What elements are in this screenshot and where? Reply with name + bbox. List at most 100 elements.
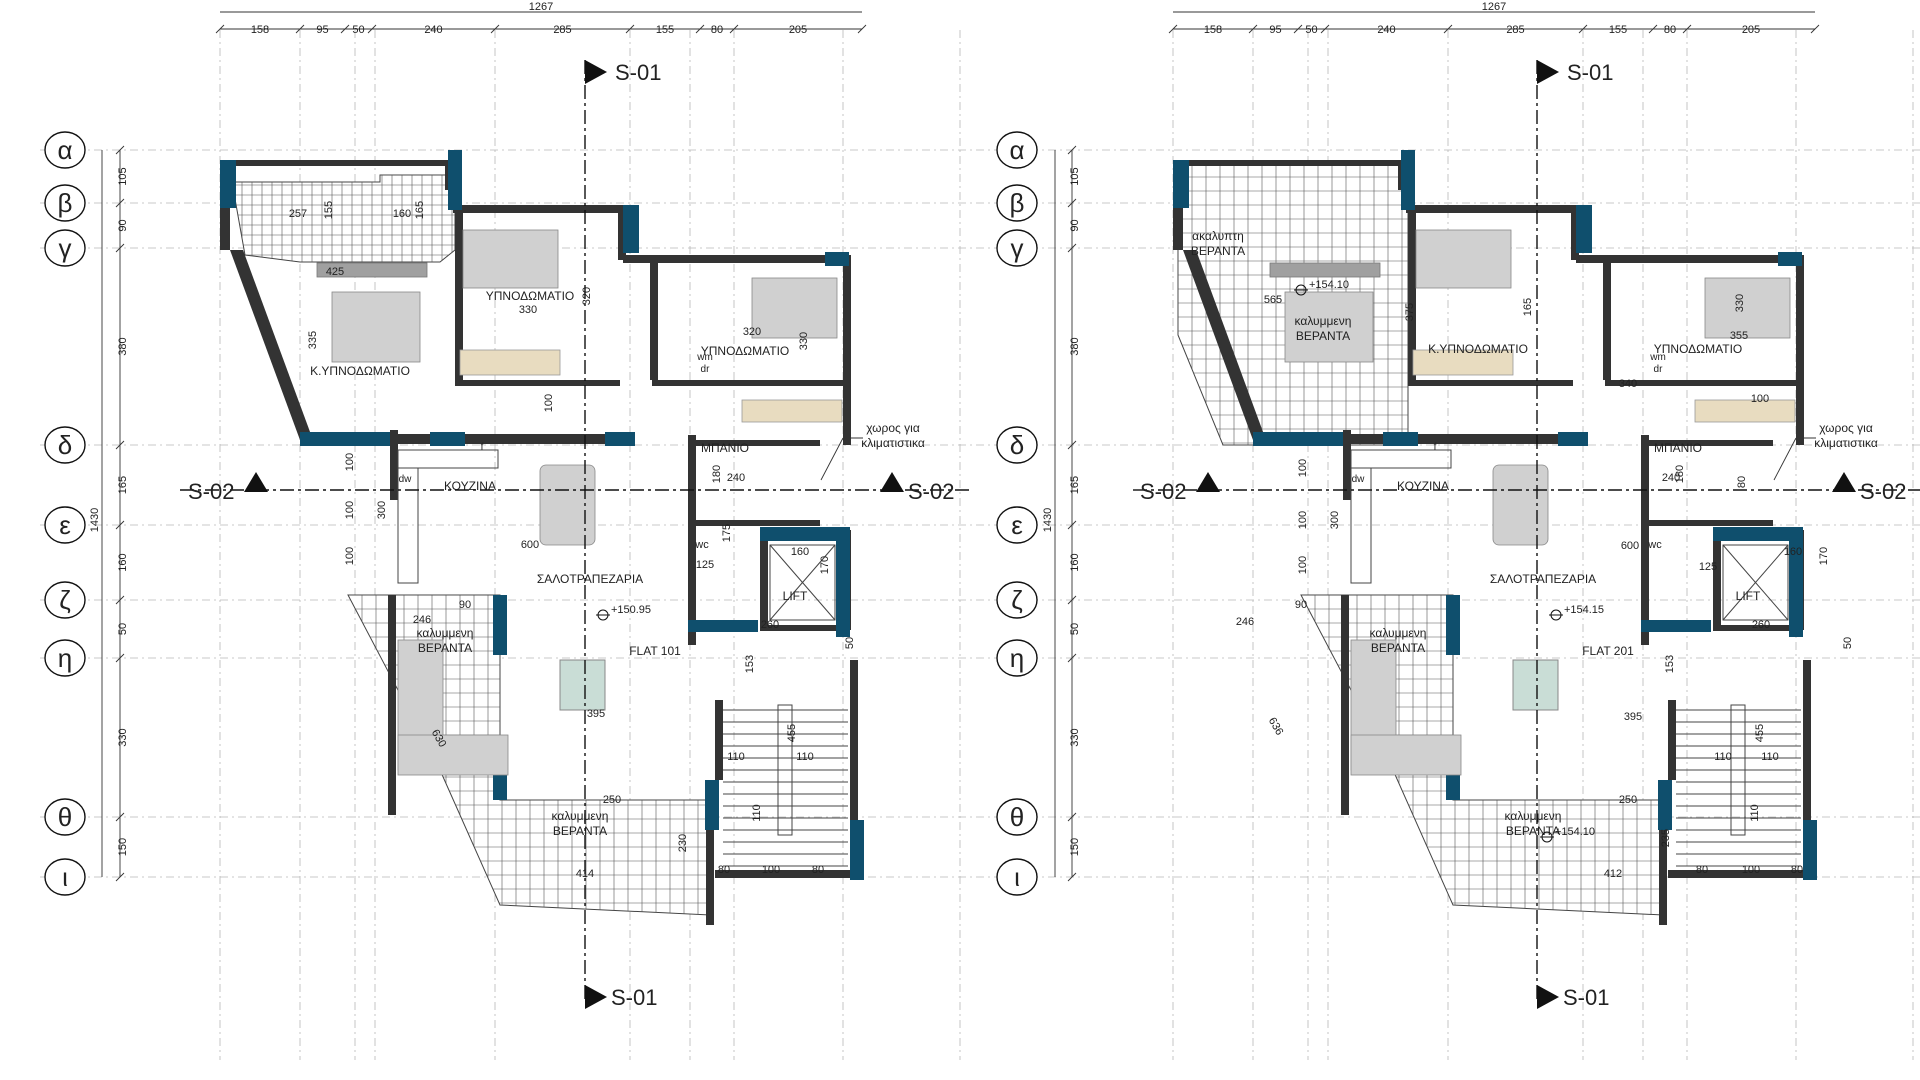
room-lift: LIFT (1736, 589, 1761, 603)
dimension-label: 600 (521, 539, 539, 551)
level-label: +154.10 (1309, 279, 1349, 291)
coffee-table (559, 659, 606, 711)
dimension-label: 230 (677, 834, 689, 852)
room-covered-veranda-2: ΒΕΡΑΝΤΑ (1296, 329, 1350, 343)
dimension-label: 340 (1619, 378, 1637, 390)
grid-bubble-label: δ (1010, 430, 1024, 460)
column (1173, 160, 1189, 208)
room-master: Κ.ΥΠΝΟΔΩΜΑΤΙΟ (1428, 342, 1528, 356)
grid-bubble-b-3 (996, 426, 1038, 464)
column (448, 150, 462, 210)
top-dim-tick (1248, 24, 1258, 34)
top-dim-seg: 205 (789, 24, 807, 36)
grid-bubble-label: α (1009, 135, 1024, 165)
dimension-label: 165 (1522, 298, 1534, 316)
left-dim-seg: 90 (1069, 219, 1081, 231)
dimension-label: 100 (543, 394, 555, 412)
top-dim-tick (215, 24, 225, 34)
dimension-label: 100 (1297, 556, 1309, 574)
dimension-label: 455 (1754, 724, 1766, 742)
left-dim-seg: 150 (1069, 838, 1081, 856)
left-dim-seg: 105 (1069, 167, 1081, 185)
dimension-label: 100 (1742, 864, 1760, 876)
level-label: +154.15 (1564, 604, 1604, 616)
grid-bubble-a-6 (44, 639, 86, 677)
wall-bed-a-south (455, 380, 620, 386)
dimension-label: 246 (413, 614, 431, 626)
top-dim-total: 1267 (529, 1, 553, 13)
grid-bubble-b-8 (996, 858, 1038, 896)
dimension-label: 240 (727, 472, 745, 484)
desk (1694, 399, 1796, 423)
bed (1284, 291, 1374, 363)
top-dim-tick (729, 24, 739, 34)
dimension-label: 180 (711, 465, 723, 483)
grid-bubble-a-4 (44, 506, 86, 544)
room-living: ΣΑΛΟΤΡΑΠΕΖΑΡΙΑ (1490, 572, 1596, 586)
grid-bubble-a-8 (44, 858, 86, 896)
dimension-label: 50 (1842, 637, 1854, 649)
dimension-label: 80 (1791, 864, 1803, 876)
kitchen-counter (1350, 467, 1372, 584)
dimension-label: 395 (1624, 711, 1642, 723)
wall-north-mid (453, 205, 623, 213)
desk (741, 399, 843, 423)
dimension-label: 257 (289, 208, 307, 220)
grid-bubble-a-5 (44, 581, 86, 619)
top-dim-seg: 155 (1609, 24, 1627, 36)
top-dim-tick (625, 24, 635, 34)
column (430, 432, 465, 446)
dimension-label: 175 (721, 524, 733, 542)
wall-diagonal (230, 250, 313, 440)
grid-bubble-label: θ (1010, 802, 1024, 832)
grid-bubble-label: ε (1011, 510, 1023, 540)
dimension-label: 412 (1604, 868, 1622, 880)
wall-stair-west2 (715, 700, 723, 780)
top-dim-seg: 240 (424, 24, 442, 36)
left-dim-tick (1067, 440, 1077, 450)
section-arrow-icon (1196, 472, 1220, 492)
top-dim-seg: 95 (1269, 24, 1281, 36)
dimension-label: 100 (344, 453, 356, 471)
left-dim-seg: 330 (117, 728, 129, 746)
wall-diagonal (1183, 250, 1266, 440)
dimension-label: 300 (1329, 511, 1341, 529)
column (1576, 205, 1592, 253)
ac-note-line2: κλιματιστικα (1814, 436, 1878, 450)
dimension-label: 153 (744, 655, 756, 673)
dimension-label: 330 (1734, 294, 1746, 312)
top-dim-tick (1168, 24, 1178, 34)
ac-note-line2: κλιματιστικα (861, 436, 925, 450)
top-dim-tick (857, 24, 867, 34)
section-arrow-icon (1537, 985, 1559, 1009)
grid-bubble-a-0 (44, 131, 86, 169)
column (760, 527, 850, 541)
left-dim-tick (115, 145, 125, 155)
wall-lift-south (1713, 625, 1803, 631)
left-dim-seg: 150 (117, 838, 129, 856)
left-dim-tick (115, 243, 125, 253)
left-dim-seg: 50 (1069, 623, 1081, 635)
grid-bubble-a-7 (44, 798, 86, 836)
dimension-label: 80 (1696, 864, 1708, 876)
wall-stair-south (1668, 870, 1808, 878)
dimension-label: 153 (1664, 655, 1676, 673)
dimension-label: 80 (1736, 476, 1748, 488)
wall-stair-south (715, 870, 855, 878)
top-dim-tick (1682, 24, 1692, 34)
room-bedroom-b: ΥΠΝΟΔΩΜΑΤΙΟ (701, 344, 790, 358)
sofa (397, 734, 509, 776)
wall-stair-west2 (1668, 700, 1676, 780)
column (1253, 432, 1343, 446)
top-dim-tick (340, 24, 350, 34)
wall-east-upper (1796, 255, 1804, 445)
dimension-label: 260 (761, 619, 779, 631)
dining-table (539, 464, 596, 546)
wall-bed-a-south (1408, 380, 1573, 386)
wall-bed-a-west (455, 210, 463, 380)
top-dim-tick (1443, 24, 1453, 34)
room-wc: wc (694, 539, 709, 551)
left-dim-tick (115, 440, 125, 450)
veranda-label: ΒΕΡΑΝΤΑ (1506, 824, 1560, 838)
